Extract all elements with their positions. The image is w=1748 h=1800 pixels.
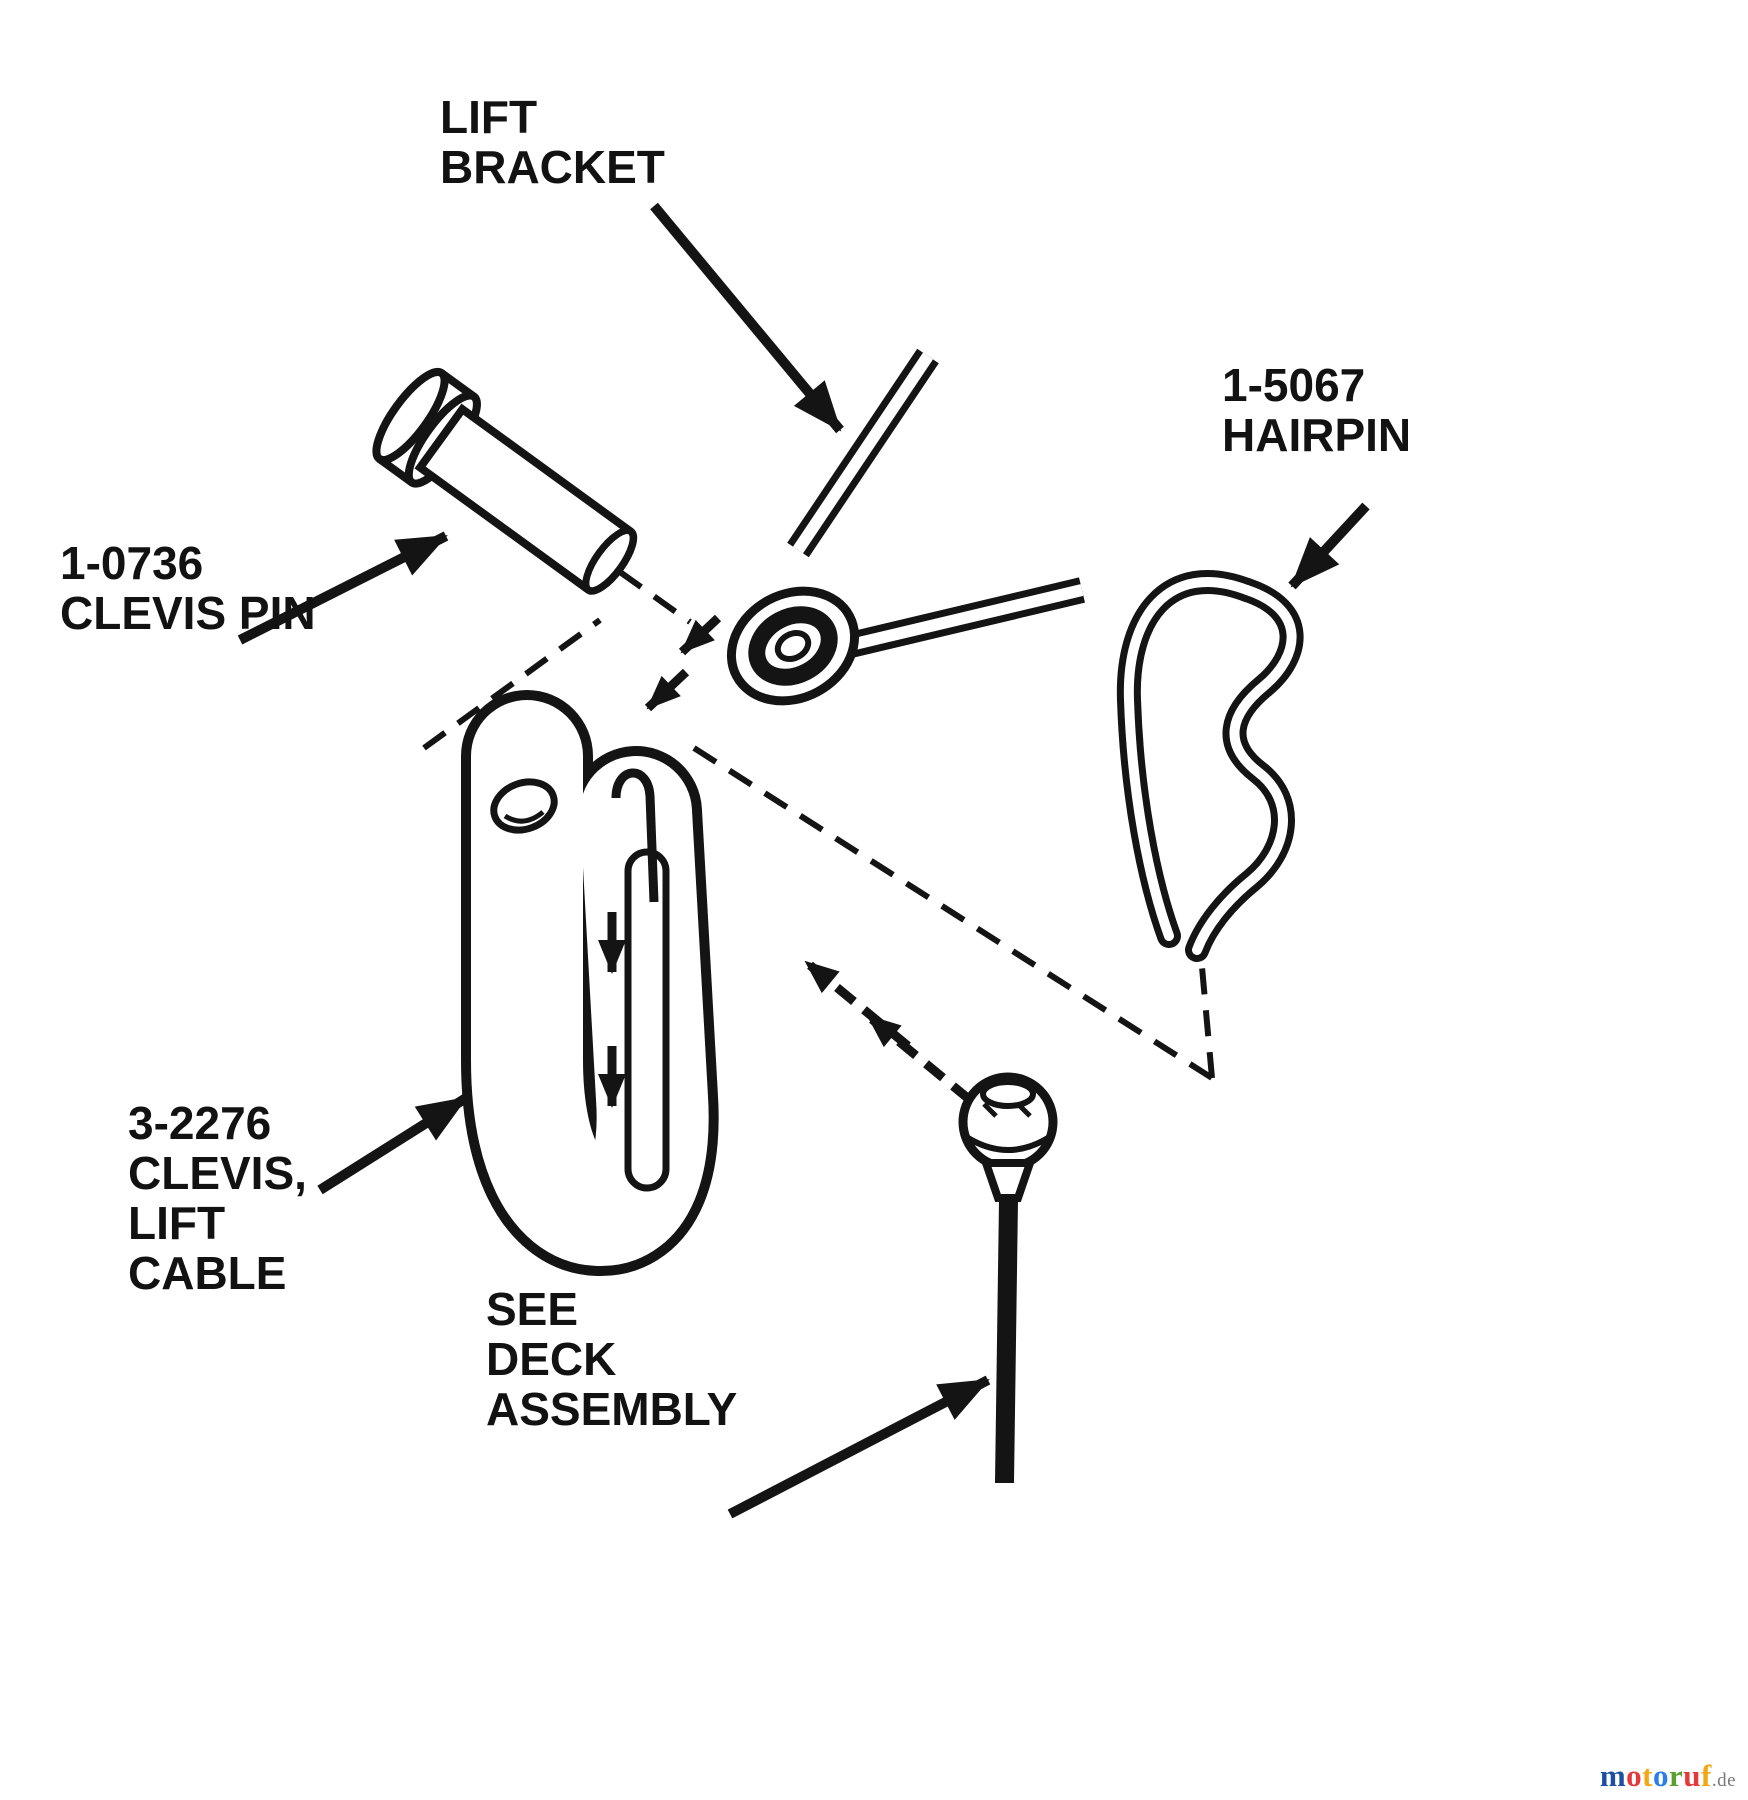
insert-arrow	[644, 668, 690, 712]
lift-bracket-arrow	[650, 202, 844, 434]
watermark-letter: f	[1700, 1758, 1712, 1793]
bracket-eyelet	[748, 606, 838, 686]
clevis-drawing	[461, 690, 719, 1276]
label-line: ASSEMBLY	[486, 1383, 738, 1436]
cable-insert-arrow	[803, 958, 911, 1050]
cable-wire-hook	[611, 768, 659, 903]
label-arrows	[237, 202, 1370, 1519]
hairpin-arrow	[1288, 502, 1370, 590]
label-line: 1-0736	[60, 537, 204, 589]
label-hairpin: 1-5067 HAIRPIN	[1222, 360, 1411, 460]
watermark-letter: o	[1626, 1758, 1643, 1793]
watermark-suffix: .de	[1711, 1770, 1736, 1791]
lift-cable-drawing	[958, 1072, 1058, 1483]
watermark-letter: t	[1642, 1758, 1653, 1793]
assembly-dashed-guides	[422, 569, 1215, 1104]
label-line: CABLE	[128, 1247, 287, 1300]
label-line: BRACKET	[440, 141, 665, 194]
clevis-arrow	[317, 1093, 469, 1195]
clevis-pin-arrow	[237, 531, 449, 645]
label-line: DECK	[486, 1333, 617, 1386]
cable-insert-arrow	[865, 1012, 973, 1104]
lift-bracket-drawing	[644, 348, 1086, 712]
label-line: CLEVIS,	[128, 1147, 307, 1200]
clevis-pin-drawing	[372, 367, 638, 595]
label-clevis-lift-cable: 3-2276 CLEVIS, LIFT CABLE	[128, 1098, 307, 1299]
label-line: HAIRPIN	[1222, 409, 1412, 462]
insert-arrow	[678, 614, 722, 656]
label-line: LIFT	[128, 1197, 226, 1250]
label-lift-bracket: LIFT BRACKET	[440, 92, 665, 192]
watermark-letter: r	[1668, 1758, 1684, 1793]
watermark-letter: u	[1683, 1758, 1701, 1793]
watermark-letter: m	[1599, 1758, 1627, 1793]
hairpin-drawing	[1116, 570, 1304, 962]
deck-assembly-arrow	[727, 1375, 991, 1519]
label-line: LIFT	[440, 91, 538, 143]
label-clevis-pin: 1-0736 CLEVIS PIN	[60, 538, 316, 638]
label-line: 3-2276	[128, 1097, 272, 1149]
label-line: SEE	[486, 1283, 579, 1335]
cable-rod	[994, 1199, 1019, 1483]
label-see-deck-assembly: SEE DECK ASSEMBLY	[486, 1283, 738, 1436]
clevis-slot	[624, 848, 670, 1192]
label-line: CLEVIS PIN	[60, 587, 316, 640]
watermark-logo: motoruf.de	[1600, 1758, 1736, 1794]
watermark-letter: o	[1652, 1758, 1669, 1793]
label-line: 1-5067	[1222, 359, 1366, 411]
